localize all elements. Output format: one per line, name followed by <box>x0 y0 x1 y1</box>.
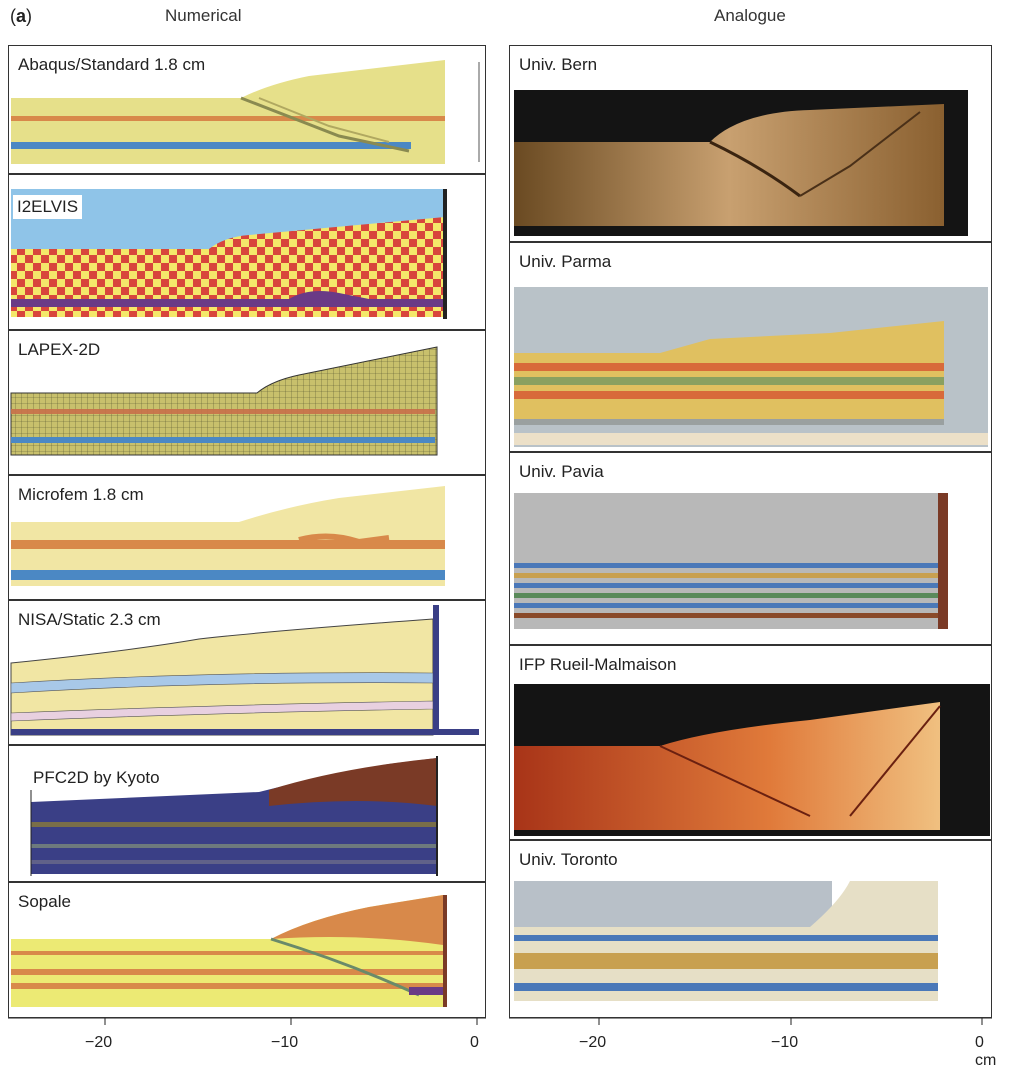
numerical-tick-label: −20 <box>85 1034 113 1051</box>
panel-label-sopale: Sopale <box>18 892 71 911</box>
panel-label-lapex: LAPEX-2D <box>18 340 101 359</box>
panel-label-ifp-rueil-malmaison: IFP Rueil-Malmaison <box>519 655 677 674</box>
numerical-axis-line <box>8 1018 486 1025</box>
numerical-tick-label: −10 <box>271 1034 299 1051</box>
figure-label: (a) <box>10 6 32 27</box>
panel-pfc2d: PFC2D by Kyoto <box>8 745 486 882</box>
analogue-x-axis: −20 −10 0 cm <box>509 1018 996 1069</box>
abaqus-model-image <box>11 60 480 164</box>
panel-label-pfc2d: PFC2D by Kyoto <box>29 766 164 790</box>
panel-univ-toronto: Univ. Toronto <box>509 840 992 1018</box>
panel-label-i2elvis: I2ELVIS <box>13 195 83 219</box>
column-header-numerical: Numerical <box>165 6 242 25</box>
univ-pavia-photo <box>514 493 948 629</box>
univ-toronto-photo <box>514 881 938 1001</box>
panel-univ-pavia: Univ. Pavia <box>509 452 992 645</box>
figure-label-open: ( <box>10 6 16 26</box>
analogue-tick-label: −20 <box>579 1034 607 1051</box>
panel-lapex: LAPEX-2D <box>8 330 486 475</box>
panel-sopale: Sopale <box>8 882 486 1018</box>
panel-label-univ-pavia: Univ. Pavia <box>519 462 604 481</box>
panel-label-univ-toronto: Univ. Toronto <box>519 850 618 869</box>
figure-label-close: ) <box>26 6 33 26</box>
panel-nisa: NISA/Static 2.3 cm <box>8 600 486 745</box>
column-header-analogue: Analogue <box>714 6 786 25</box>
analogue-tick-label: 0 cm <box>975 1034 997 1069</box>
analogue-tick-label: −10 <box>771 1034 799 1051</box>
panel-microfem: Microfem 1.8 cm <box>8 475 486 600</box>
numerical-tick-label: 0 <box>470 1034 479 1051</box>
microfem-model-image <box>11 486 445 586</box>
panel-label-univ-bern: Univ. Bern <box>519 55 598 74</box>
numerical-x-axis: −20 −10 0 <box>8 1018 486 1058</box>
panel-label-nisa: NISA/Static 2.3 cm <box>18 610 161 629</box>
ifp-rueil-malmaison-photo <box>514 684 990 836</box>
panel-label-univ-parma: Univ. Parma <box>519 252 612 271</box>
lapex-model-image <box>10 346 438 456</box>
panel-univ-bern: Univ. Bern <box>509 45 992 242</box>
panel-label-microfem: Microfem 1.8 cm <box>18 485 144 504</box>
figure-label-letter: a <box>16 6 27 26</box>
univ-parma-photo <box>514 287 988 447</box>
panel-univ-parma: Univ. Parma <box>509 242 992 452</box>
pfc2d-model-image <box>30 756 438 876</box>
univ-bern-photo <box>514 90 968 236</box>
panel-abaqus: Abaqus/Standard 1.8 cm <box>8 45 486 174</box>
panel-i2elvis: I2ELVIS <box>8 174 486 330</box>
analogue-axis-line <box>509 1018 992 1025</box>
sopale-model-image <box>11 895 447 1007</box>
panel-ifp-rueil-malmaison: IFP Rueil-Malmaison <box>509 645 992 840</box>
nisa-model-image <box>10 605 479 736</box>
i2elvis-model-image <box>11 189 447 319</box>
panel-label-abaqus: Abaqus/Standard 1.8 cm <box>18 55 206 74</box>
